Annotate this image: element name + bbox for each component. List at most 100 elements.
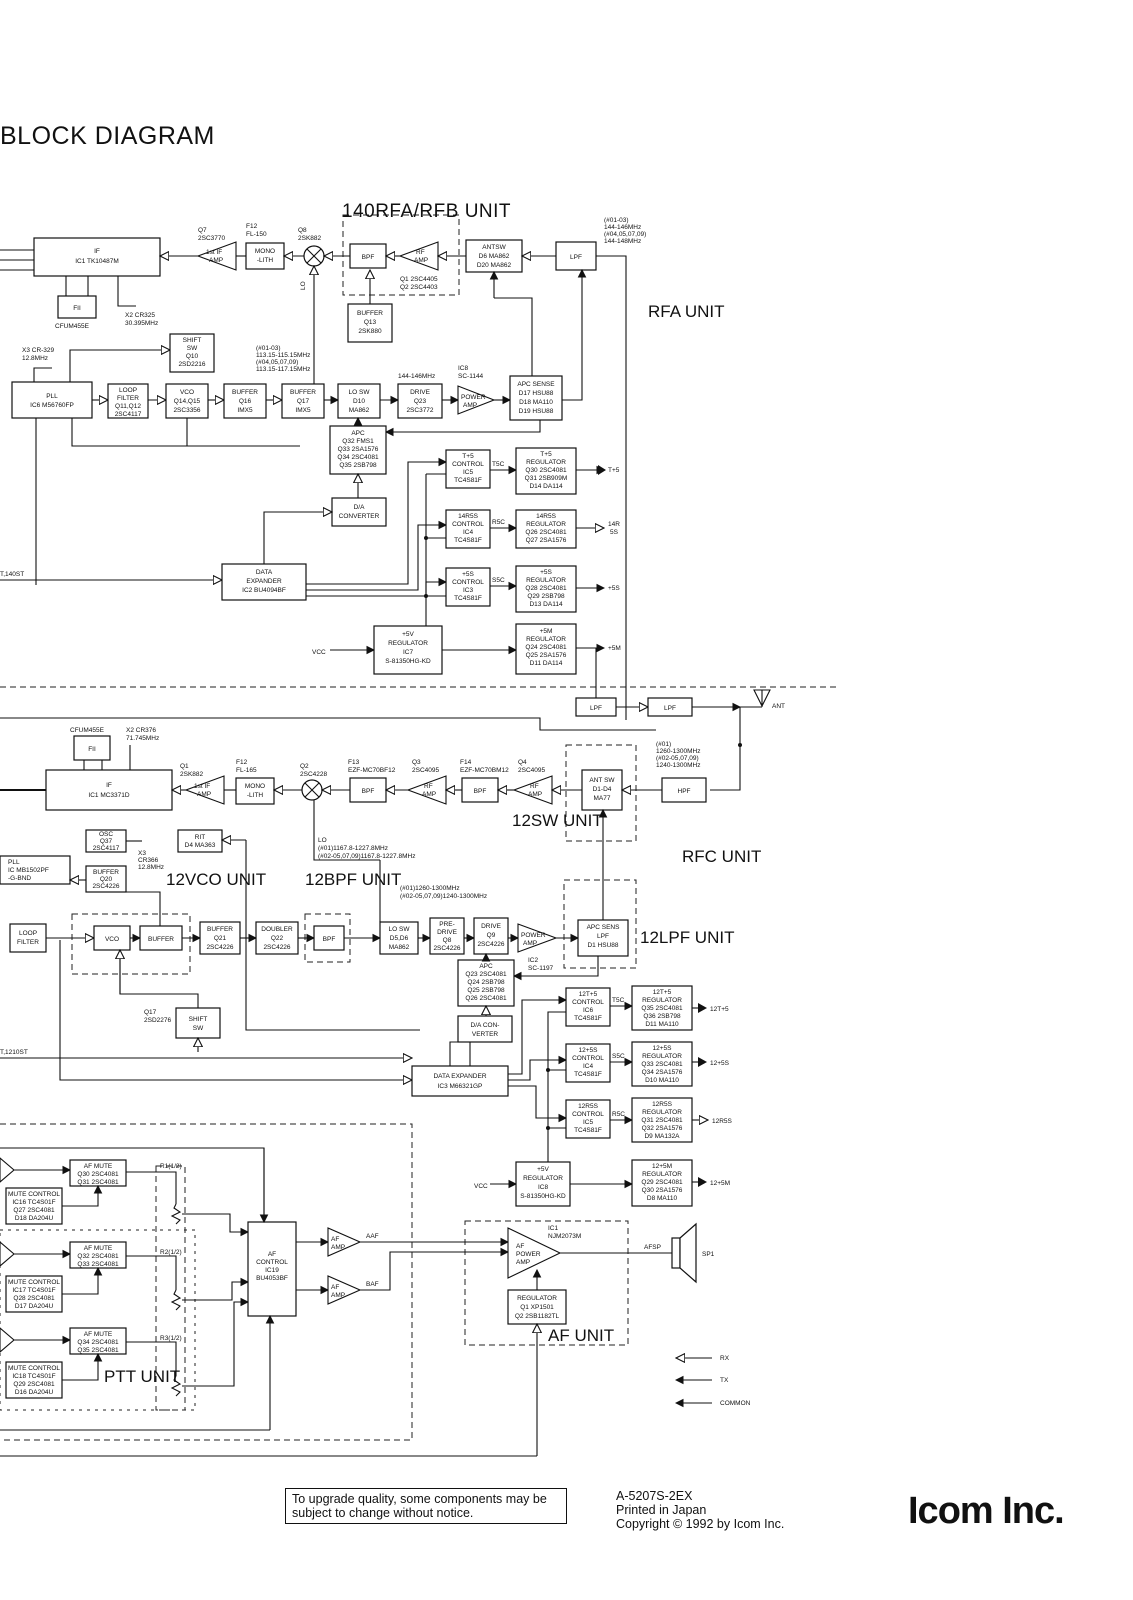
rfa-drive-q23 <box>397 383 443 419</box>
svg-text:Q32 FMS1: Q32 FMS1 <box>342 438 374 445</box>
svg-text:Q37: Q37 <box>100 838 113 845</box>
svg-text:REGULATOR: REGULATOR <box>526 636 566 643</box>
svg-text:144-146MHz: 144-146MHz <box>604 224 641 231</box>
svg-text:REGULATOR: REGULATOR <box>642 997 682 1004</box>
svg-text:F12: F12 <box>236 759 248 766</box>
svg-text:AMP: AMP <box>523 940 537 947</box>
svg-text:Q23 2SC4081: Q23 2SC4081 <box>465 971 507 978</box>
legend-tx: TX <box>720 1377 729 1384</box>
svg-text:APC SENS: APC SENS <box>587 924 621 931</box>
svg-text:Q32 2SA1576: Q32 2SA1576 <box>642 1125 683 1132</box>
ptt-unit-label: PTT UNIT <box>104 1367 180 1386</box>
svg-text:1240-1300MHz: 1240-1300MHz <box>656 762 700 769</box>
svg-text:MUTE CONTROL: MUTE CONTROL <box>8 1279 60 1286</box>
svg-text:IF: IF <box>106 782 112 789</box>
svg-text:IC7: IC7 <box>403 649 414 656</box>
af-amp-b <box>327 1275 362 1305</box>
svg-text:12+5S: 12+5S <box>579 1047 599 1054</box>
svg-text:POWER: POWER <box>461 394 486 401</box>
svg-text:2SC4226: 2SC4226 <box>263 944 290 951</box>
svg-text:Q32 2SC4081: Q32 2SC4081 <box>77 1253 119 1260</box>
svg-text:FL-165: FL-165 <box>236 767 257 774</box>
svg-text:D9 MA132A: D9 MA132A <box>644 1133 680 1140</box>
svg-text:CR366: CR366 <box>138 857 159 864</box>
svg-text:AFSP: AFSP <box>644 1244 661 1251</box>
svg-text:2SC4226: 2SC4226 <box>92 883 119 890</box>
af-mute-1 <box>69 1159 127 1187</box>
imprint: A-5207S-2EX Printed in Japan Copyright ©… <box>616 1489 784 1531</box>
svg-text:LPF: LPF <box>570 254 582 261</box>
svg-text:30.395MHz: 30.395MHz <box>125 320 158 327</box>
svg-text:(#01)1260-1300MHz: (#01)1260-1300MHz <box>400 885 460 892</box>
svg-text:ANT: ANT <box>772 703 785 710</box>
svg-text:TC4S81F: TC4S81F <box>454 477 482 484</box>
svg-text:BUFFER: BUFFER <box>148 936 174 943</box>
copyright: Copyright © 1992 by Icom Inc. <box>616 1517 785 1531</box>
rfa-buffer-q17 <box>281 383 325 419</box>
svg-text:12R5S: 12R5S <box>652 1101 673 1108</box>
rfc-monolith-filter <box>235 777 275 805</box>
svg-text:RIT: RIT <box>195 834 206 841</box>
svg-text:LPF: LPF <box>664 705 676 712</box>
svg-text:REGULATOR: REGULATOR <box>526 459 566 466</box>
svg-text:F13: F13 <box>348 759 360 766</box>
svg-text:IC2: IC2 <box>528 957 539 964</box>
svg-text:T,1210ST: T,1210ST <box>0 1049 28 1056</box>
svg-text:T5C: T5C <box>612 997 625 1004</box>
svg-text:Q24 2SB798: Q24 2SB798 <box>467 979 505 986</box>
svg-text:CONTROL: CONTROL <box>256 1259 288 1266</box>
rfc-drive-q9 <box>473 917 509 955</box>
rfc-r5-regulator <box>631 1097 693 1143</box>
rfa-buffer-q16 <box>223 383 267 419</box>
svg-text:71.745MHz: 71.745MHz <box>126 735 159 742</box>
svg-text:AMP: AMP <box>528 791 542 798</box>
svg-text:AF MUTE: AF MUTE <box>84 1245 113 1252</box>
svg-text:2SK882: 2SK882 <box>180 771 204 778</box>
rfc-buffer-q21 <box>199 921 241 955</box>
svg-text:RF: RF <box>416 249 425 256</box>
svg-text:LO SW: LO SW <box>389 926 411 933</box>
svg-text:D/A: D/A <box>354 504 366 511</box>
rfa-data-expander <box>221 563 307 601</box>
svg-text:Q25 2SB798: Q25 2SB798 <box>467 987 505 994</box>
svg-text:AMP: AMP <box>331 1244 345 1251</box>
svg-text:REGULATOR: REGULATOR <box>642 1171 682 1178</box>
svg-text:R5C: R5C <box>492 519 505 526</box>
svg-text:Q9: Q9 <box>487 932 496 939</box>
rfc-rf-amp-q3 <box>406 775 447 805</box>
rfa-sub-unit-label: 140RFA/RFB UNIT <box>342 201 511 222</box>
svg-text:T+5: T+5 <box>608 467 620 474</box>
svg-text:Q21: Q21 <box>214 935 227 942</box>
svg-text:(#04,05,07,09): (#04,05,07,09) <box>604 231 646 238</box>
legend-common: COMMON <box>720 1400 751 1407</box>
rfa-shift-sw-q10 <box>169 333 215 373</box>
svg-text:2SC4095: 2SC4095 <box>412 767 439 774</box>
svg-text:X3: X3 <box>138 850 146 857</box>
rfa-1st-if-amp <box>196 241 237 271</box>
svg-text:D5,D6: D5,D6 <box>390 935 409 942</box>
svg-text:(#02-05,07,09): (#02-05,07,09) <box>656 755 699 762</box>
af-mute-3 <box>69 1327 127 1355</box>
svg-text:D/A CON-: D/A CON- <box>471 1022 500 1029</box>
svg-text:OSC: OSC <box>99 831 113 838</box>
svg-text:Q4: Q4 <box>518 759 527 766</box>
rfa-loop-filter <box>107 383 149 419</box>
rfc-data-expander <box>411 1065 509 1097</box>
svg-text:BPF: BPF <box>362 788 375 795</box>
svg-text:Q34 2SC4081: Q34 2SC4081 <box>77 1339 119 1346</box>
rfa-if-ic1 <box>33 237 161 277</box>
svg-text:MUTE CONTROL: MUTE CONTROL <box>8 1365 60 1372</box>
af-power-amp-ic1 <box>507 1227 562 1279</box>
svg-text:113.15-115.15MHz: 113.15-115.15MHz <box>256 352 310 359</box>
svg-text:S5C: S5C <box>492 577 505 584</box>
svg-text:2SC4095: 2SC4095 <box>518 767 545 774</box>
svg-text:D19 HSU88: D19 HSU88 <box>519 408 554 415</box>
af-mute-control-1 <box>5 1187 63 1225</box>
af-mute-2 <box>69 1241 127 1269</box>
rfc-vco <box>93 925 131 951</box>
svg-text:X3 CR-329: X3 CR-329 <box>22 347 55 354</box>
svg-text:T+5: T+5 <box>462 453 474 460</box>
svg-text:REGULATOR: REGULATOR <box>642 1053 682 1060</box>
af-mute-control-2 <box>5 1275 63 1313</box>
